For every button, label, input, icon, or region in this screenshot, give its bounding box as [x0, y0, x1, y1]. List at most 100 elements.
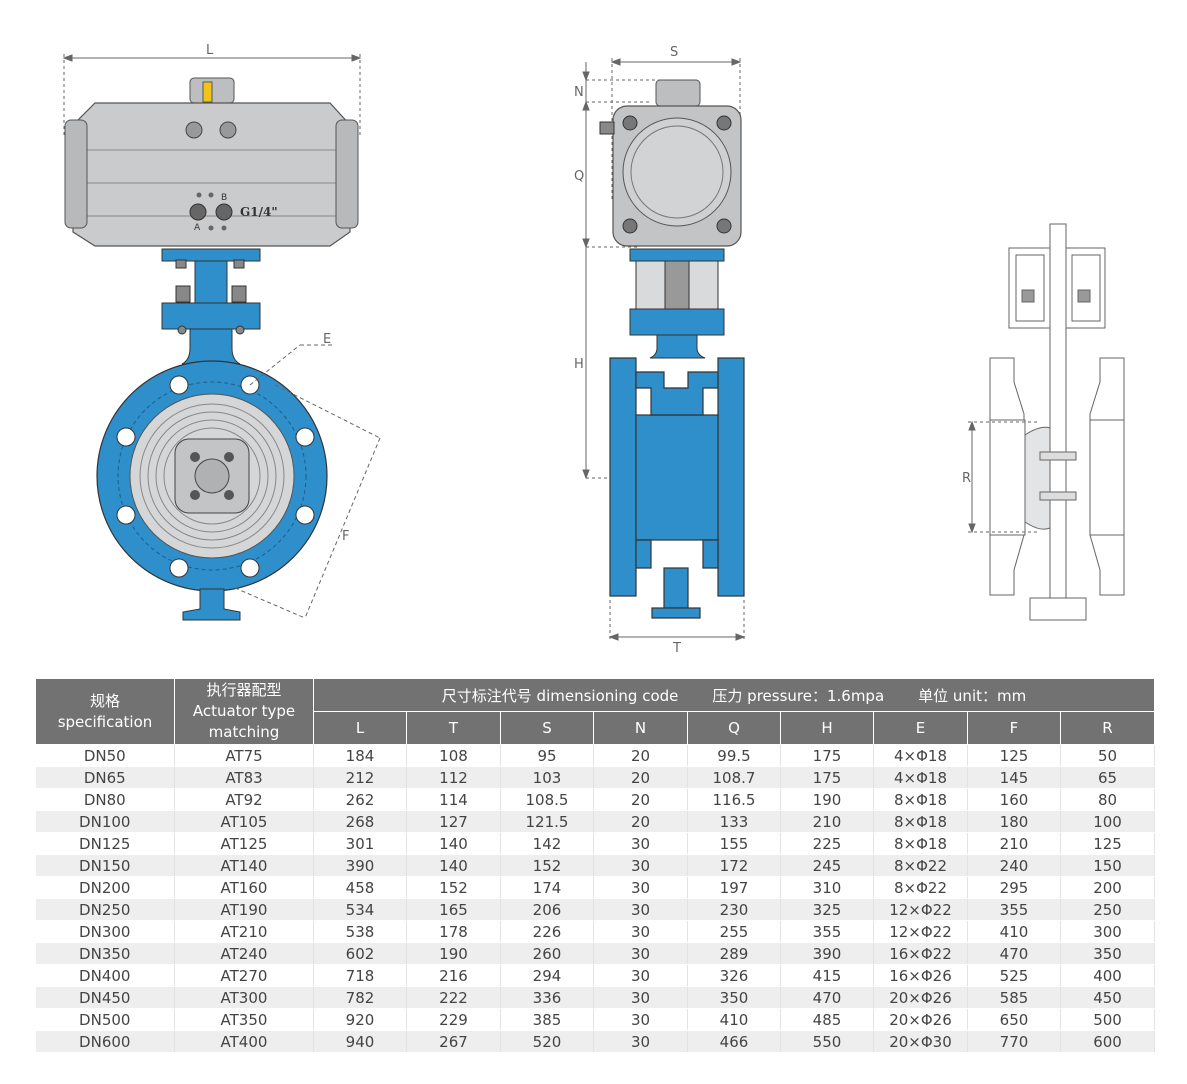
table-cell: 30: [593, 854, 688, 877]
table-cell: 20: [593, 744, 688, 767]
table-cell: 355: [780, 920, 874, 943]
table-cell: 240: [967, 854, 1061, 877]
valve-flange: [96, 360, 328, 621]
table-cell: 165: [406, 898, 501, 921]
table-cell: 175: [780, 766, 874, 789]
dim-l: [62, 54, 362, 135]
table-cell: 150: [1060, 854, 1156, 877]
header-dimension-code: 尺寸标注代号 dimensioning code: [441, 686, 679, 705]
table-cell: DN80: [35, 788, 175, 811]
table-cell: AT75: [174, 744, 314, 767]
table-cell: 212: [313, 766, 407, 789]
table-cell: 585: [967, 986, 1061, 1009]
table-cell: 127: [406, 810, 501, 833]
column-header-s: S: [500, 711, 594, 745]
header-pressure: 压力 pressure：1.6mpa: [712, 686, 885, 705]
table-cell: 255: [687, 920, 781, 943]
table-cell: 8×Φ22: [873, 876, 968, 899]
table-cell: 4×Φ18: [873, 744, 968, 767]
table-cell: 108.5: [500, 788, 594, 811]
table-cell: 268: [313, 810, 407, 833]
table-cell: 782: [313, 986, 407, 1009]
table-cell: 30: [593, 986, 688, 1009]
table-cell: AT350: [174, 1008, 314, 1031]
technical-drawing: L B A G1/4": [62, 43, 1125, 656]
dim-label-r: R: [962, 471, 971, 486]
table-cell: 310: [780, 876, 874, 899]
table-cell: 650: [967, 1008, 1061, 1031]
table-cell: 30: [593, 964, 688, 987]
table-cell: 4×Φ18: [873, 766, 968, 789]
table-cell: 30: [593, 1008, 688, 1031]
table-cell: AT190: [174, 898, 314, 921]
table-cell: 210: [967, 832, 1061, 855]
table-cell: 470: [780, 986, 874, 1009]
table-cell: 222: [406, 986, 501, 1009]
specification-table: 规格 specification 执行器配型 Actuator type mat…: [35, 678, 1156, 1053]
header-unit: 单位 unit：mm: [918, 686, 1027, 705]
table-cell: AT210: [174, 920, 314, 943]
table-cell: 8×Φ22: [873, 854, 968, 877]
table-cell: 65: [1060, 766, 1156, 789]
table-cell: 245: [780, 854, 874, 877]
table-cell: AT240: [174, 942, 314, 965]
table-cell: 200: [1060, 876, 1156, 899]
table-cell: 410: [687, 1008, 781, 1031]
table-cell: 289: [687, 942, 781, 965]
table-cell: 8×Φ18: [873, 810, 968, 833]
table-cell: 206: [500, 898, 594, 921]
side-body: [609, 357, 745, 619]
table-cell: DN300: [35, 920, 175, 943]
column-header-t: T: [406, 711, 501, 745]
table-cell: 112: [406, 766, 501, 789]
table-cell: 184: [313, 744, 407, 767]
table-cell: 20×Φ26: [873, 1008, 968, 1031]
table-cell: 30: [593, 832, 688, 855]
port-size-label: G1/4": [240, 205, 278, 219]
table-cell: 16×Φ26: [873, 964, 968, 987]
table-cell: 410: [967, 920, 1061, 943]
table-cell: 390: [313, 854, 407, 877]
table-cell: 121.5: [500, 810, 594, 833]
table-cell: 250: [1060, 898, 1156, 921]
header-dimension-group: 尺寸标注代号 dimensioning code 压力 pressure：1.6m…: [312, 678, 1156, 712]
table-cell: 99.5: [687, 744, 781, 767]
table-cell: 190: [780, 788, 874, 811]
table-cell: 525: [967, 964, 1061, 987]
table-cell: 133: [687, 810, 781, 833]
column-header-r: R: [1059, 711, 1156, 745]
table-cell: 920: [313, 1008, 407, 1031]
table-cell: 116.5: [687, 788, 781, 811]
table-cell: DN500: [35, 1008, 175, 1031]
table-cell: 326: [687, 964, 781, 987]
table-cell: 336: [500, 986, 594, 1009]
table-cell: AT300: [174, 986, 314, 1009]
header-actuator-en-1: Actuator type: [192, 702, 296, 720]
section-view: [968, 223, 1125, 621]
table-cell: 8×Φ18: [873, 788, 968, 811]
table-cell: 225: [780, 832, 874, 855]
table-cell: 20: [593, 810, 688, 833]
table-cell: 125: [1060, 832, 1156, 855]
table-cell: 229: [406, 1008, 501, 1031]
table-cell: DN400: [35, 964, 175, 987]
header-actuator-en-2: matching: [208, 723, 280, 741]
dim-label-s: S: [670, 45, 678, 60]
table-cell: 267: [406, 1030, 501, 1053]
header-specification: 规格 specification: [35, 678, 175, 745]
table-cell: 295: [967, 876, 1061, 899]
column-header-q: Q: [687, 711, 781, 745]
table-cell: 145: [967, 766, 1061, 789]
table-cell: 175: [780, 744, 874, 767]
